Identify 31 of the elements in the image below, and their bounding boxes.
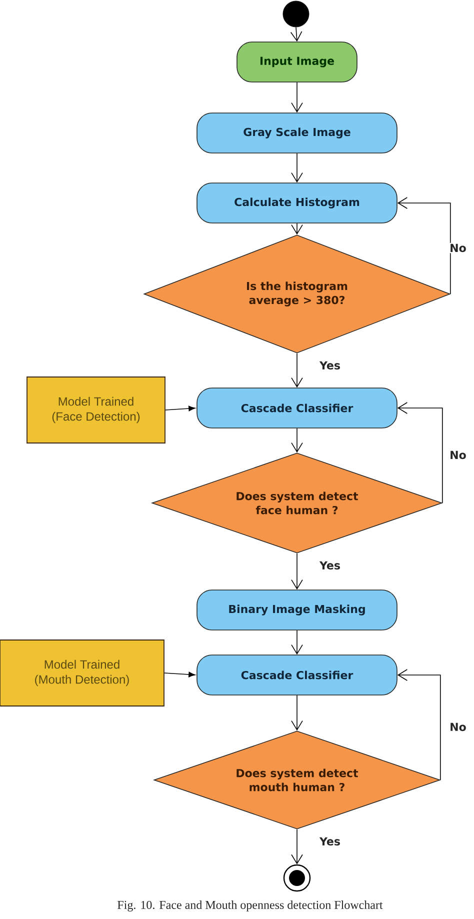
arrow	[397, 402, 443, 504]
start-circle	[282, 0, 310, 28]
edge-label: Yes	[318, 836, 342, 846]
end-circle	[283, 864, 311, 892]
arrow	[291, 353, 303, 388]
model-box: Model Trained (Face Detection)	[26, 376, 166, 444]
process-box: Binary Image Masking	[196, 590, 398, 630]
edge-label: No	[448, 722, 468, 732]
arrow	[290, 26, 302, 42]
process-box: Cascade Classifier	[196, 654, 398, 696]
arrow	[291, 630, 303, 655]
arrow	[291, 428, 303, 453]
arrow	[291, 553, 303, 590]
arrow	[165, 406, 196, 412]
model-box: Model Trained (Mouth Detection)	[0, 640, 164, 706]
arrow	[291, 82, 303, 113]
arrow	[397, 197, 451, 294]
edge-label: No	[448, 450, 468, 460]
arrow	[164, 672, 196, 678]
process-box: Input Image	[236, 42, 358, 82]
arrow	[397, 669, 441, 780]
process-box: Calculate Histogram	[196, 182, 398, 224]
edge-label: Yes	[318, 360, 342, 370]
edge-label: Yes	[318, 560, 342, 570]
caption: Fig. 10. Face and Mouth openness detection Flowchart	[118, 900, 383, 912]
process-box: Cascade Classifier	[196, 388, 398, 428]
arrow	[291, 829, 303, 864]
edge-label: No	[448, 242, 468, 254]
process-box: Gray Scale Image	[196, 112, 398, 154]
arrow	[291, 695, 303, 731]
arrow	[291, 153, 303, 183]
